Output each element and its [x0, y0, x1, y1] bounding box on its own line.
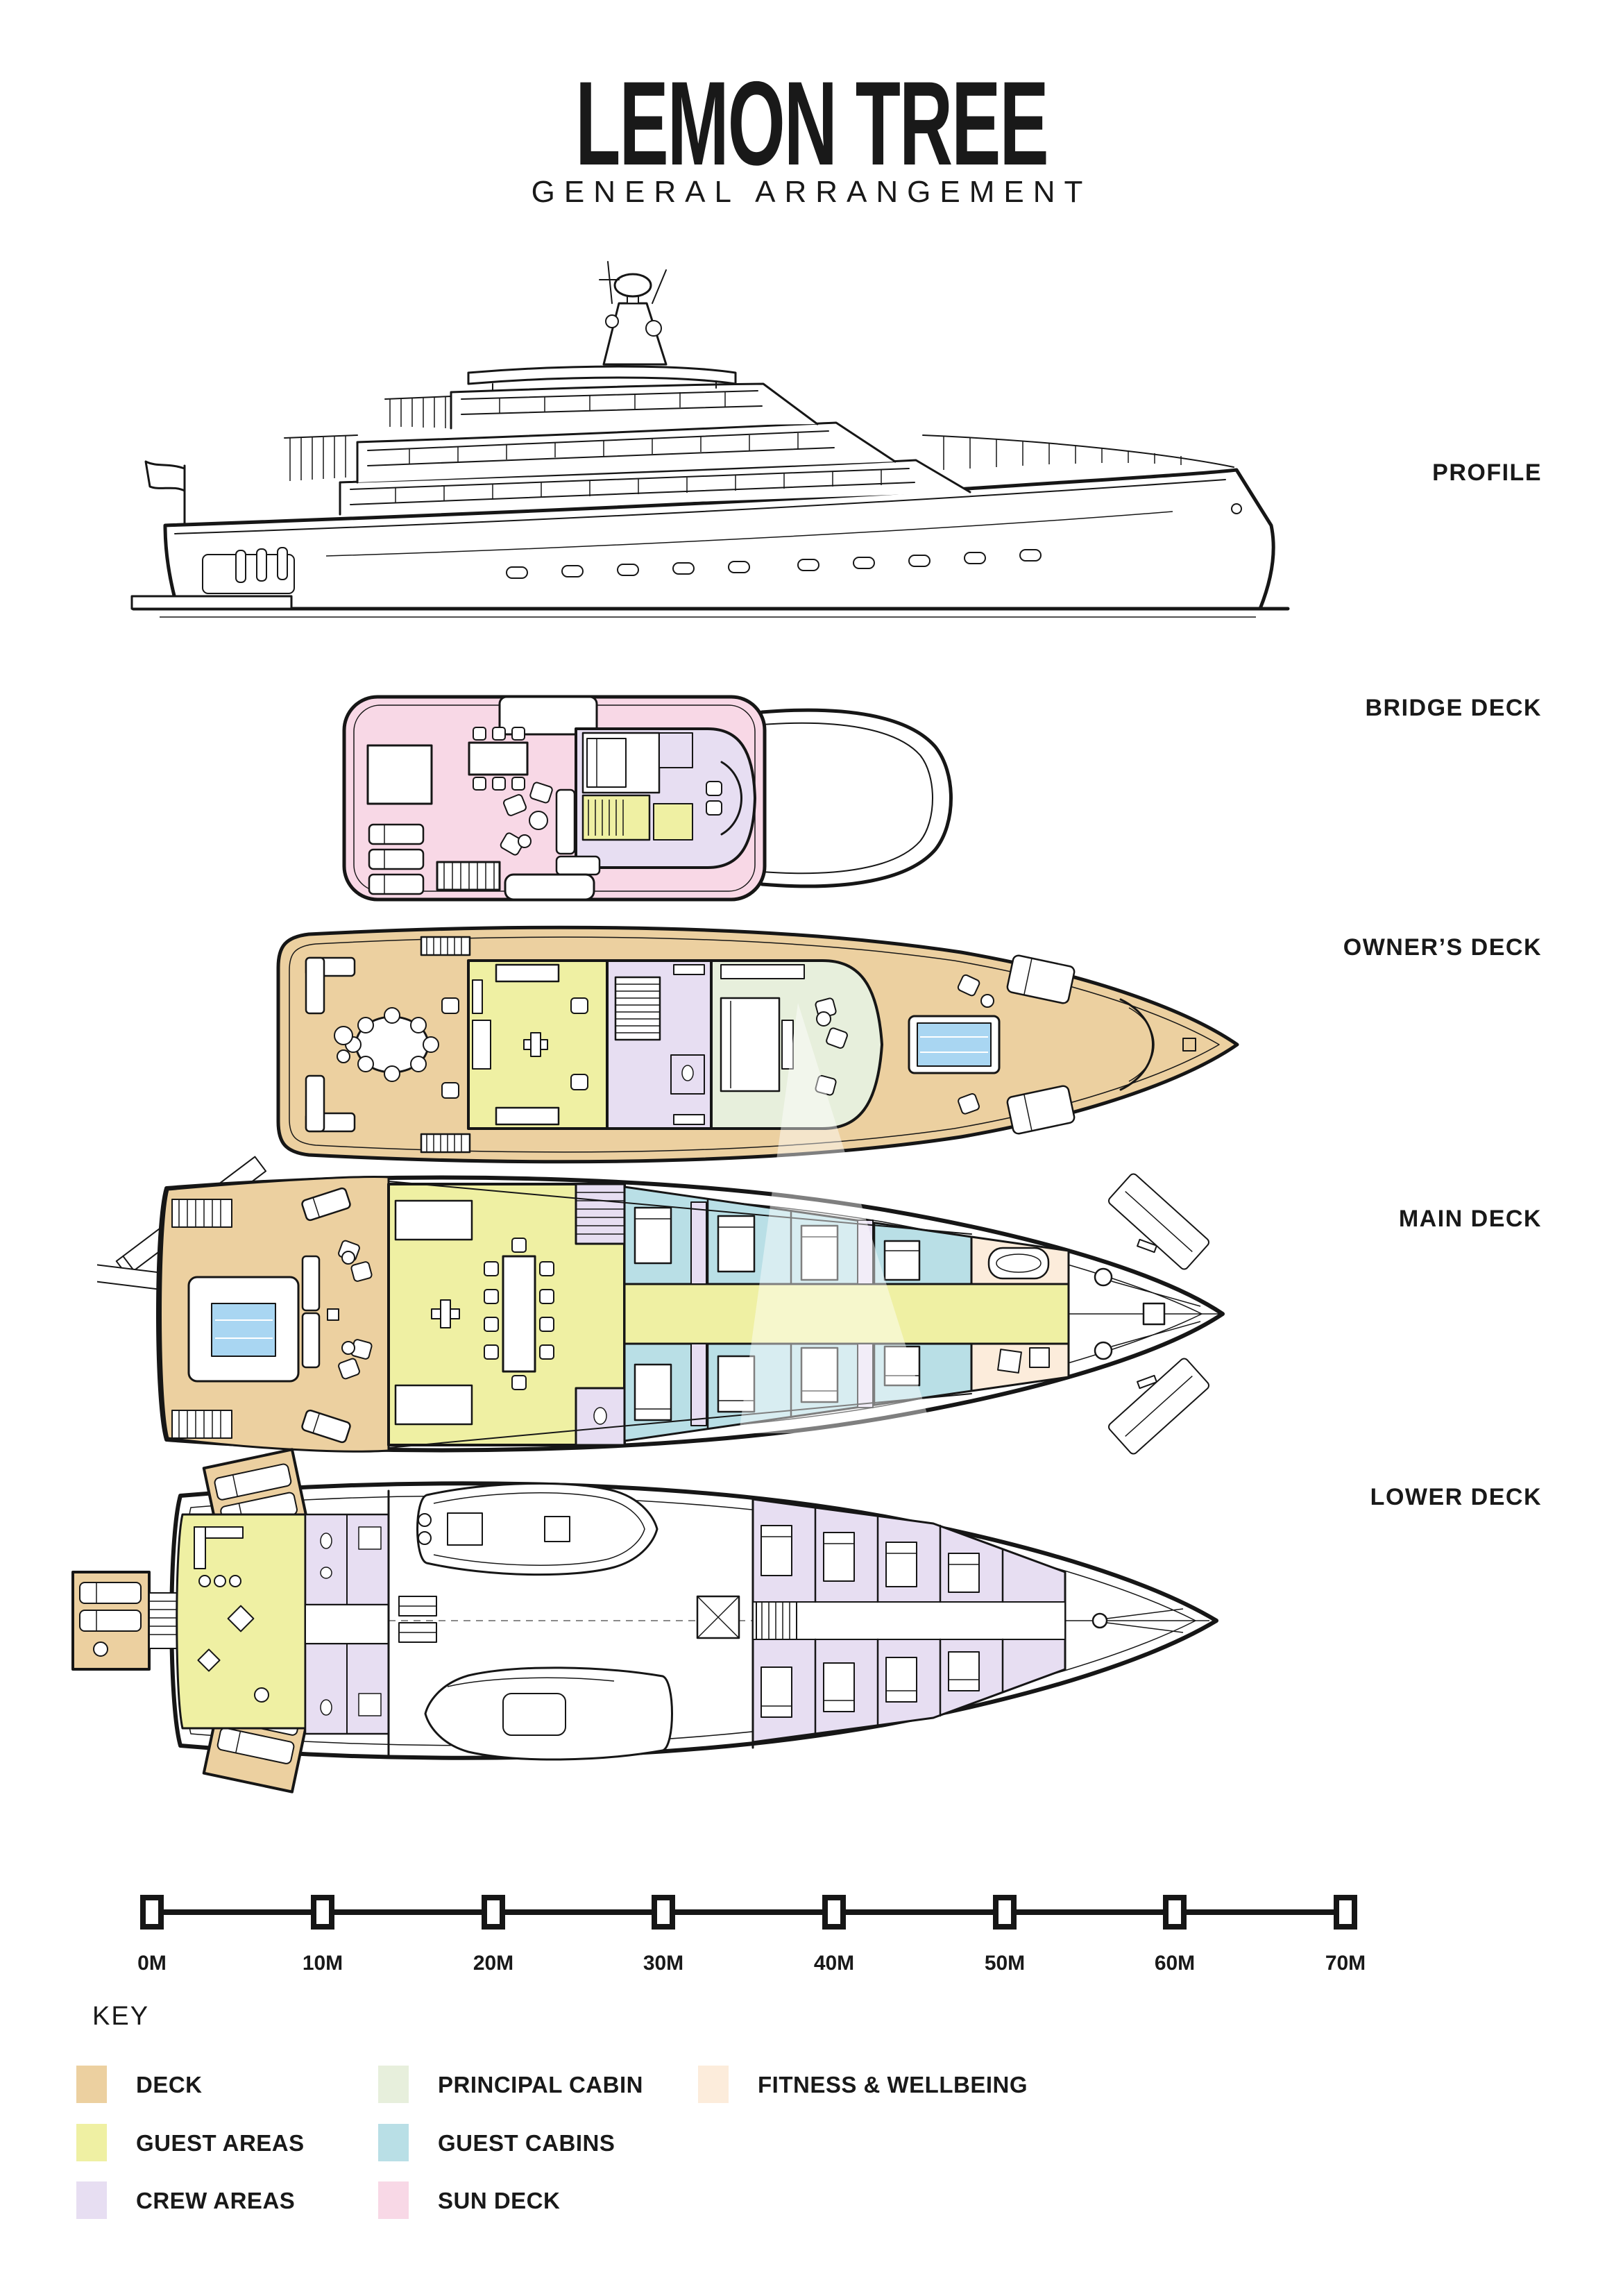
main-deck-plan	[97, 1156, 1225, 1455]
crew-corridor	[752, 1601, 1066, 1640]
pool	[211, 1303, 276, 1357]
legend-swatch-crew-areas	[76, 2181, 107, 2219]
scale-marker	[482, 1895, 505, 1930]
owners-aft-deck	[305, 936, 471, 1154]
crew-area	[751, 1498, 1067, 1744]
scale-tick-label: 70M	[1325, 1952, 1366, 1975]
scale-marker	[311, 1895, 334, 1930]
scale-marker	[652, 1895, 675, 1930]
main-aft-deck	[160, 1176, 390, 1453]
stairs	[614, 976, 661, 1041]
scale-tick-label: 40M	[813, 1952, 855, 1975]
window-mullions-main	[395, 470, 882, 503]
scale-tick-label: 10M	[302, 1952, 343, 1975]
legend-label-sun-deck: SUN DECK	[438, 2188, 561, 2213]
label-profile: PROFILE	[1432, 459, 1542, 486]
beach-club	[176, 1513, 390, 1735]
legend-heading: KEY	[92, 2002, 150, 2031]
scale-marker	[1163, 1895, 1187, 1930]
owners-superstructure	[467, 959, 883, 1130]
profile-hull	[130, 468, 1290, 618]
label-lower-deck: LOWER DECK	[1370, 1484, 1542, 1510]
profile-drawing	[130, 261, 1290, 618]
mast	[599, 261, 668, 366]
label-owners-deck: OWNER’S DECK	[1343, 934, 1542, 961]
profile-superstructure	[144, 261, 1234, 527]
hardtop-outline	[760, 708, 953, 888]
scale-tick-label: 30M	[643, 1952, 684, 1975]
scale-tick-label: 20M	[473, 1952, 514, 1975]
scale-tick-label: 60M	[1154, 1952, 1196, 1975]
bridge-deck-plan	[342, 695, 953, 902]
owners-foredeck	[908, 954, 1196, 1135]
stairs	[575, 1183, 626, 1245]
page-title: LEMON TREE	[575, 57, 1048, 190]
corridor	[305, 1604, 389, 1644]
legend-label-crew-areas: CREW AREAS	[136, 2188, 296, 2213]
railings	[284, 396, 1234, 481]
bow-folding-platform	[1108, 1173, 1209, 1270]
bow-folding-platform	[1108, 1358, 1209, 1455]
stairs	[171, 1410, 232, 1439]
main-bow	[1069, 1173, 1220, 1455]
page-subtitle: GENERAL ARRANGEMENT	[531, 175, 1092, 209]
stairs	[148, 1592, 181, 1649]
legend-label-guest-areas: GUEST AREAS	[136, 2130, 305, 2156]
boarding-stairs	[420, 936, 471, 956]
sun-deck-furniture	[366, 727, 601, 901]
scale-marker	[140, 1895, 164, 1930]
dining-table	[502, 1255, 536, 1373]
legend-swatch-sun-deck	[378, 2181, 409, 2219]
main-saloon	[387, 1183, 626, 1446]
watermark	[739, 1003, 933, 1433]
corridor	[623, 1283, 1070, 1345]
legend-swatch-guest-cabins	[378, 2124, 409, 2161]
label-main-deck: MAIN DECK	[1398, 1206, 1542, 1232]
legend-swatch-fitness-wellbeing	[698, 2066, 729, 2103]
label-bridge-deck: BRIDGE DECK	[1365, 695, 1542, 721]
lower-deck-plan	[71, 1448, 1218, 1793]
scale-tick-label: 50M	[984, 1952, 1026, 1975]
scale-bar-line	[152, 1909, 1345, 1915]
wellness-rooms	[970, 1235, 1070, 1392]
legend-label-deck: DECK	[136, 2072, 203, 2097]
legend-label-guest-cabins: GUEST CABINS	[438, 2130, 615, 2156]
window-mullions-bridge	[499, 391, 726, 413]
wheelhouse	[575, 727, 756, 869]
legend-swatch-principal-cabin	[378, 2066, 409, 2103]
tender-rib	[416, 1482, 658, 1576]
pool	[917, 1022, 992, 1067]
owners-deck-plan	[276, 925, 1239, 1164]
window-mullions-owner	[409, 433, 799, 464]
hull-windows	[506, 549, 1042, 579]
lower-bow	[1065, 1608, 1209, 1633]
legend-label-fitness-wellbeing: FITNESS & WELLBEING	[758, 2072, 1028, 2097]
scale-tick-label: 0M	[137, 1952, 167, 1975]
scale-marker	[822, 1895, 846, 1930]
legend-label-principal-cabin: PRINCIPAL CABIN	[438, 2072, 643, 2097]
legend-swatch-deck	[76, 2066, 107, 2103]
stairs	[436, 861, 501, 891]
legend-swatch-guest-areas	[76, 2124, 107, 2161]
guest-cabin-area	[623, 1185, 1070, 1442]
scale-marker	[1334, 1895, 1357, 1930]
scale-marker	[993, 1895, 1017, 1930]
stairs	[171, 1199, 232, 1228]
stern-flag	[144, 460, 186, 527]
